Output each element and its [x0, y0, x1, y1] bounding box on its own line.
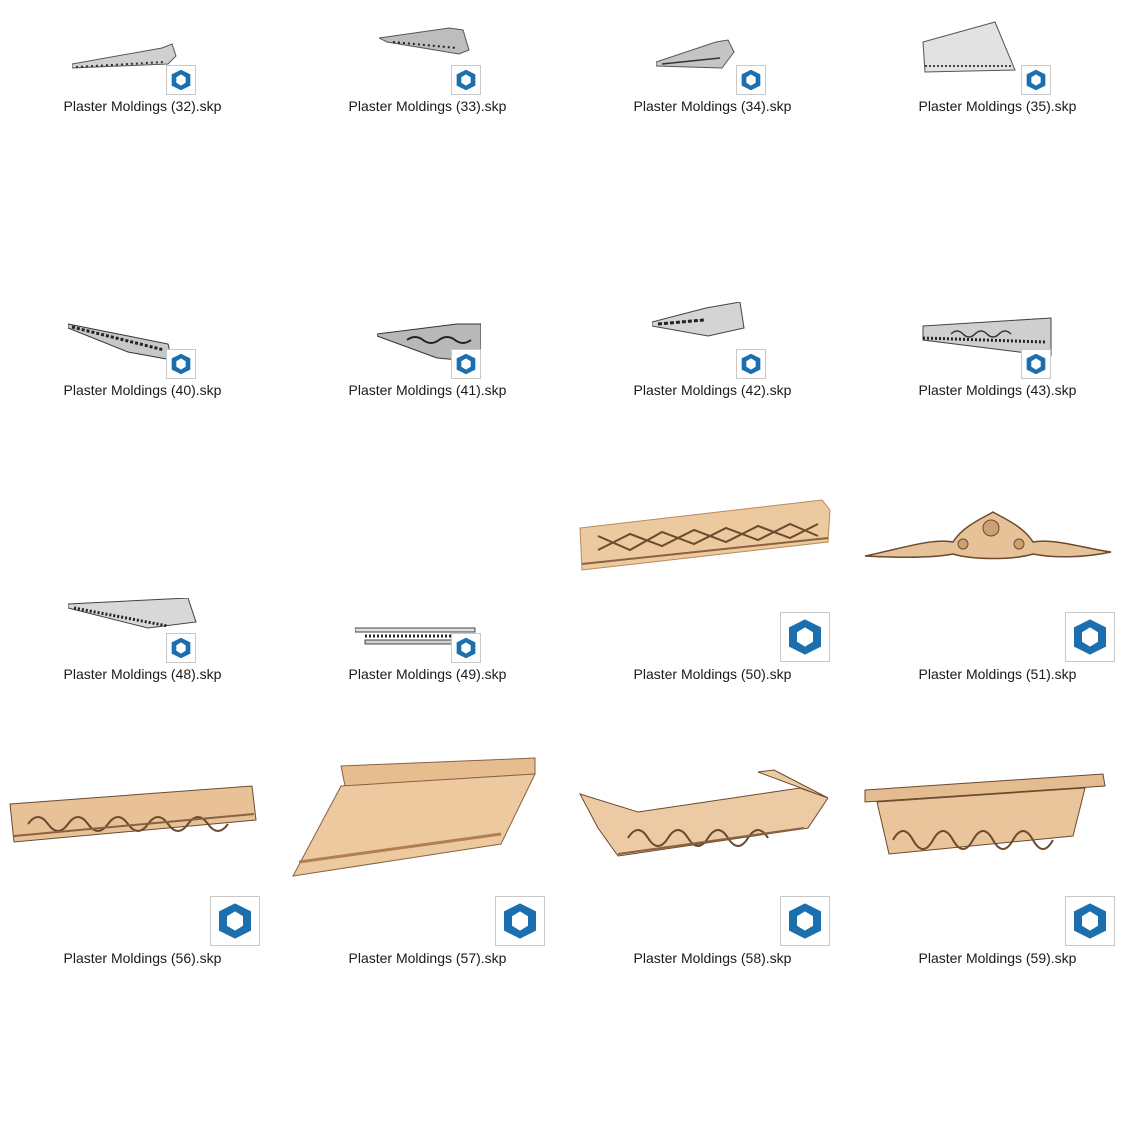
file-name: Plaster Moldings (42).skp — [633, 382, 792, 398]
file-item[interactable]: Plaster Moldings (51).skp — [855, 511, 1124, 852]
file-name: Plaster Moldings (32).skp — [63, 98, 222, 114]
sketchup-file-icon — [736, 65, 766, 95]
sketchup-file-icon — [210, 896, 260, 946]
file-name: Plaster Moldings (58).skp — [633, 950, 792, 966]
file-name: Plaster Moldings (56).skp — [63, 950, 222, 966]
file-name: Plaster Moldings (43).skp — [918, 382, 1077, 398]
file-name: Plaster Moldings (33).skp — [348, 98, 507, 114]
sketchup-file-icon — [780, 896, 830, 946]
file-name: Plaster Moldings (50).skp — [633, 666, 792, 682]
file-item[interactable]: Plaster Moldings (50).skp — [570, 499, 855, 852]
sketchup-file-icon — [451, 633, 481, 663]
file-thumbnail — [855, 511, 1124, 828]
sketchup-file-icon — [736, 349, 766, 379]
file-item[interactable]: Plaster Moldings (49).skp — [285, 568, 570, 852]
file-item[interactable]: Plaster Moldings (58).skp — [570, 769, 855, 1136]
file-thumbnail — [285, 284, 570, 544]
file-thumbnail — [570, 0, 855, 260]
sketchup-file-icon — [780, 612, 830, 662]
sketchup-file-icon — [1065, 612, 1115, 662]
file-name: Plaster Moldings (34).skp — [633, 98, 792, 114]
sketchup-file-icon — [495, 896, 545, 946]
sketchup-file-icon — [166, 65, 196, 95]
file-name: Plaster Moldings (51).skp — [918, 666, 1077, 682]
file-thumbnail — [285, 0, 570, 260]
file-name: Plaster Moldings (48).skp — [63, 666, 222, 682]
file-name: Plaster Moldings (49).skp — [348, 666, 507, 682]
file-thumbnail — [0, 0, 285, 260]
file-thumbnail — [570, 499, 855, 828]
file-thumbnail — [855, 0, 1124, 260]
file-item[interactable]: Plaster Moldings (33).skp — [285, 0, 570, 284]
sketchup-file-icon — [166, 349, 196, 379]
file-item[interactable]: Plaster Moldings (43).skp — [855, 284, 1124, 568]
file-item[interactable]: Plaster Moldings (59).skp — [855, 773, 1124, 1136]
file-item[interactable]: Plaster Moldings (40).skp — [0, 284, 285, 568]
file-item[interactable]: Plaster Moldings (48).skp — [0, 568, 285, 852]
file-item[interactable]: Plaster Moldings (57).skp — [285, 757, 570, 1136]
file-thumbnail — [570, 284, 855, 544]
file-name: Plaster Moldings (57).skp — [348, 950, 507, 966]
file-name: Plaster Moldings (35).skp — [918, 98, 1077, 114]
file-thumbnail — [0, 284, 285, 544]
file-thumbnail — [855, 284, 1124, 544]
file-name: Plaster Moldings (40).skp — [63, 382, 222, 398]
file-item[interactable]: Plaster Moldings (56).skp — [0, 785, 285, 1136]
sketchup-file-icon — [1021, 65, 1051, 95]
sketchup-file-icon — [451, 65, 481, 95]
file-thumbnail — [855, 773, 1124, 1112]
file-item[interactable]: Plaster Moldings (41).skp — [285, 284, 570, 568]
file-item[interactable]: Plaster Moldings (34).skp — [570, 0, 855, 284]
file-thumbnail — [0, 568, 285, 828]
file-thumbnail — [570, 769, 855, 1112]
file-name: Plaster Moldings (59).skp — [918, 950, 1077, 966]
file-item[interactable]: Plaster Moldings (32).skp — [0, 0, 285, 284]
sketchup-file-icon — [1065, 896, 1115, 946]
file-item[interactable]: Plaster Moldings (35).skp — [855, 0, 1124, 284]
file-thumbnail — [0, 785, 285, 1112]
file-item[interactable]: Plaster Moldings (42).skp — [570, 284, 855, 568]
file-name: Plaster Moldings (41).skp — [348, 382, 507, 398]
sketchup-file-icon — [166, 633, 196, 663]
sketchup-file-icon — [1021, 349, 1051, 379]
file-thumbnail — [285, 757, 570, 1112]
sketchup-file-icon — [451, 349, 481, 379]
